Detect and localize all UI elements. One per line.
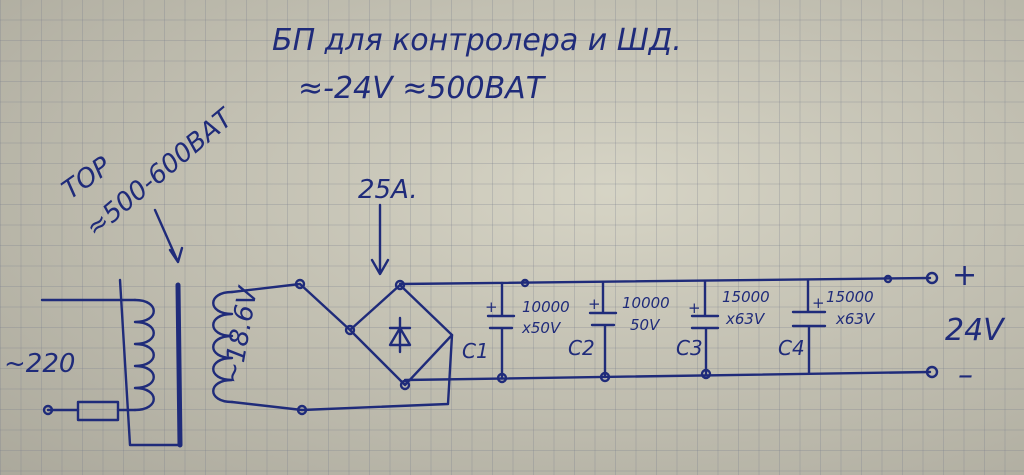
diode-icon <box>388 316 412 354</box>
output-plus-label: + <box>952 258 977 293</box>
capacitor-c1: + 10000 x50V C1 <box>462 281 570 384</box>
svg-text:+: + <box>688 299 701 317</box>
svg-text:x50V: x50V <box>521 319 562 337</box>
input-voltage-label: ~220 <box>4 349 75 379</box>
svg-text:C2: C2 <box>568 336 595 360</box>
terminal-minus <box>925 365 939 379</box>
arrow-bridge <box>370 203 390 276</box>
negative-rail <box>403 370 932 382</box>
svg-text:+: + <box>588 295 601 313</box>
svg-text:15000: 15000 <box>826 288 874 306</box>
svg-text:C3: C3 <box>676 336 703 360</box>
svg-text:x63V: x63V <box>835 310 876 328</box>
positive-rail <box>398 276 932 286</box>
svg-text:10000: 10000 <box>522 298 570 316</box>
title: БП для контролера и ШД. <box>272 23 682 58</box>
capacitor-c2: + 10000 50V C2 <box>568 281 670 383</box>
secondary-winding <box>212 278 454 416</box>
svg-text:+: + <box>812 294 825 312</box>
terminal-plus <box>925 271 939 285</box>
svg-text:+: + <box>485 298 498 316</box>
capacitor-c4: + 15000 x63V C4 <box>778 278 876 375</box>
svg-text:50V: 50V <box>630 316 661 334</box>
diode-bridge <box>344 279 454 391</box>
transformer-core <box>175 282 183 448</box>
svg-text:15000: 15000 <box>722 288 770 306</box>
output-voltage-label: 24V <box>945 313 1006 348</box>
svg-text:C1: C1 <box>462 339 489 363</box>
primary-winding <box>40 278 182 447</box>
svg-text:C4: C4 <box>778 336 805 360</box>
output-minus-label: – <box>958 358 973 393</box>
arrow-transformer <box>153 208 184 264</box>
svg-text:x63V: x63V <box>725 310 766 328</box>
svg-text:10000: 10000 <box>622 294 670 312</box>
fuse <box>76 400 120 422</box>
subtitle: ≈-24V ≈500ВАТ <box>298 71 547 106</box>
bridge-current-label: 25A. <box>358 175 418 205</box>
capacitor-c3: + 15000 x63V C3 <box>676 279 770 380</box>
